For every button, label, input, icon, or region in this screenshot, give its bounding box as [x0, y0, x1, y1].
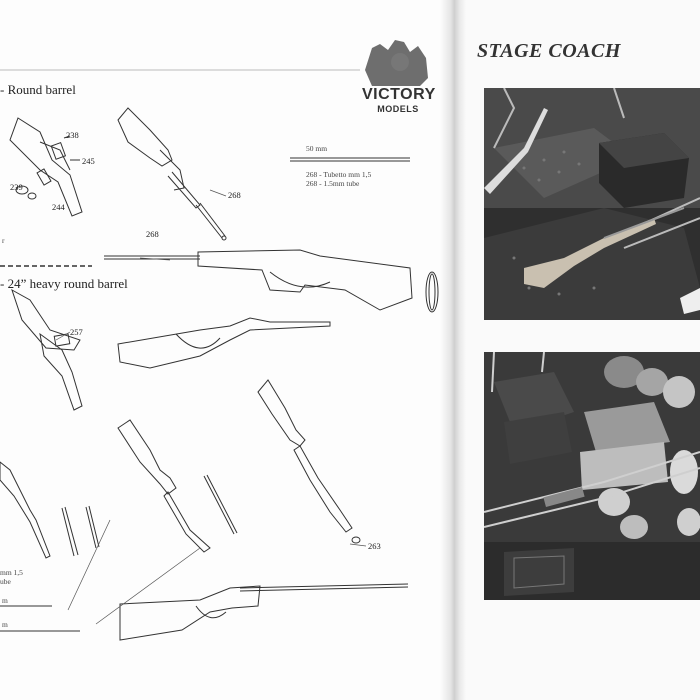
- tube-length-label: 50 mm: [306, 144, 328, 153]
- part-number-239: 239: [10, 182, 23, 192]
- victory-logo-figures: [365, 40, 428, 86]
- tube-note-italian: 268 - Tubetto mm 1,5: [306, 170, 372, 179]
- part-number-244: 244: [52, 202, 65, 212]
- exploded-receiver-drawing-2: [11, 288, 83, 411]
- rifle-vertical-drawing-2: [0, 461, 100, 559]
- rifle-horizontal-drawing-3: [0, 583, 409, 641]
- part-number-257: 257: [70, 327, 83, 337]
- stage-coach-photo-bottom: [484, 352, 700, 600]
- part-number-245: 245: [82, 156, 95, 166]
- part-number-263: 263: [368, 541, 381, 551]
- rifle-vertical-drawing-4: [257, 379, 361, 544]
- stage-coach-photo-top: [484, 88, 700, 320]
- rifle-horizontal-drawing-1: [104, 249, 439, 313]
- cut-text-fragment: mm 1,5: [0, 568, 23, 577]
- brand-logo-text: VICTORY: [362, 86, 436, 103]
- stage-coach-title: STAGE COACH: [477, 40, 621, 62]
- exploded-receiver-drawing: [9, 117, 83, 217]
- rifle-horizontal-drawing-2: [117, 317, 331, 369]
- cut-text-fragment: m: [2, 620, 8, 629]
- rifle-vertical-drawing-3: [117, 419, 238, 553]
- part-number-238: 238: [66, 130, 79, 140]
- cut-text-fragment: r: [2, 236, 5, 245]
- section-title-heavy-barrel: - 24” heavy round barrel: [0, 276, 128, 291]
- rifle-vertical-drawing-1: [117, 107, 227, 241]
- part-number-268-a: 268: [228, 190, 241, 200]
- tube-50mm-drawing: [290, 157, 410, 162]
- part-number-268-b: 268: [146, 229, 159, 239]
- cut-text-fragment: m: [2, 596, 8, 605]
- cut-text-fragment: ube: [0, 577, 11, 586]
- section-title-round-barrel: - Round barrel: [0, 82, 76, 97]
- brand-logo-subtext: MODELS: [377, 104, 419, 114]
- book-gutter: [440, 0, 466, 700]
- instruction-page-left: [0, 0, 450, 700]
- tube-note-english: 268 - 1.5mm tube: [306, 179, 360, 188]
